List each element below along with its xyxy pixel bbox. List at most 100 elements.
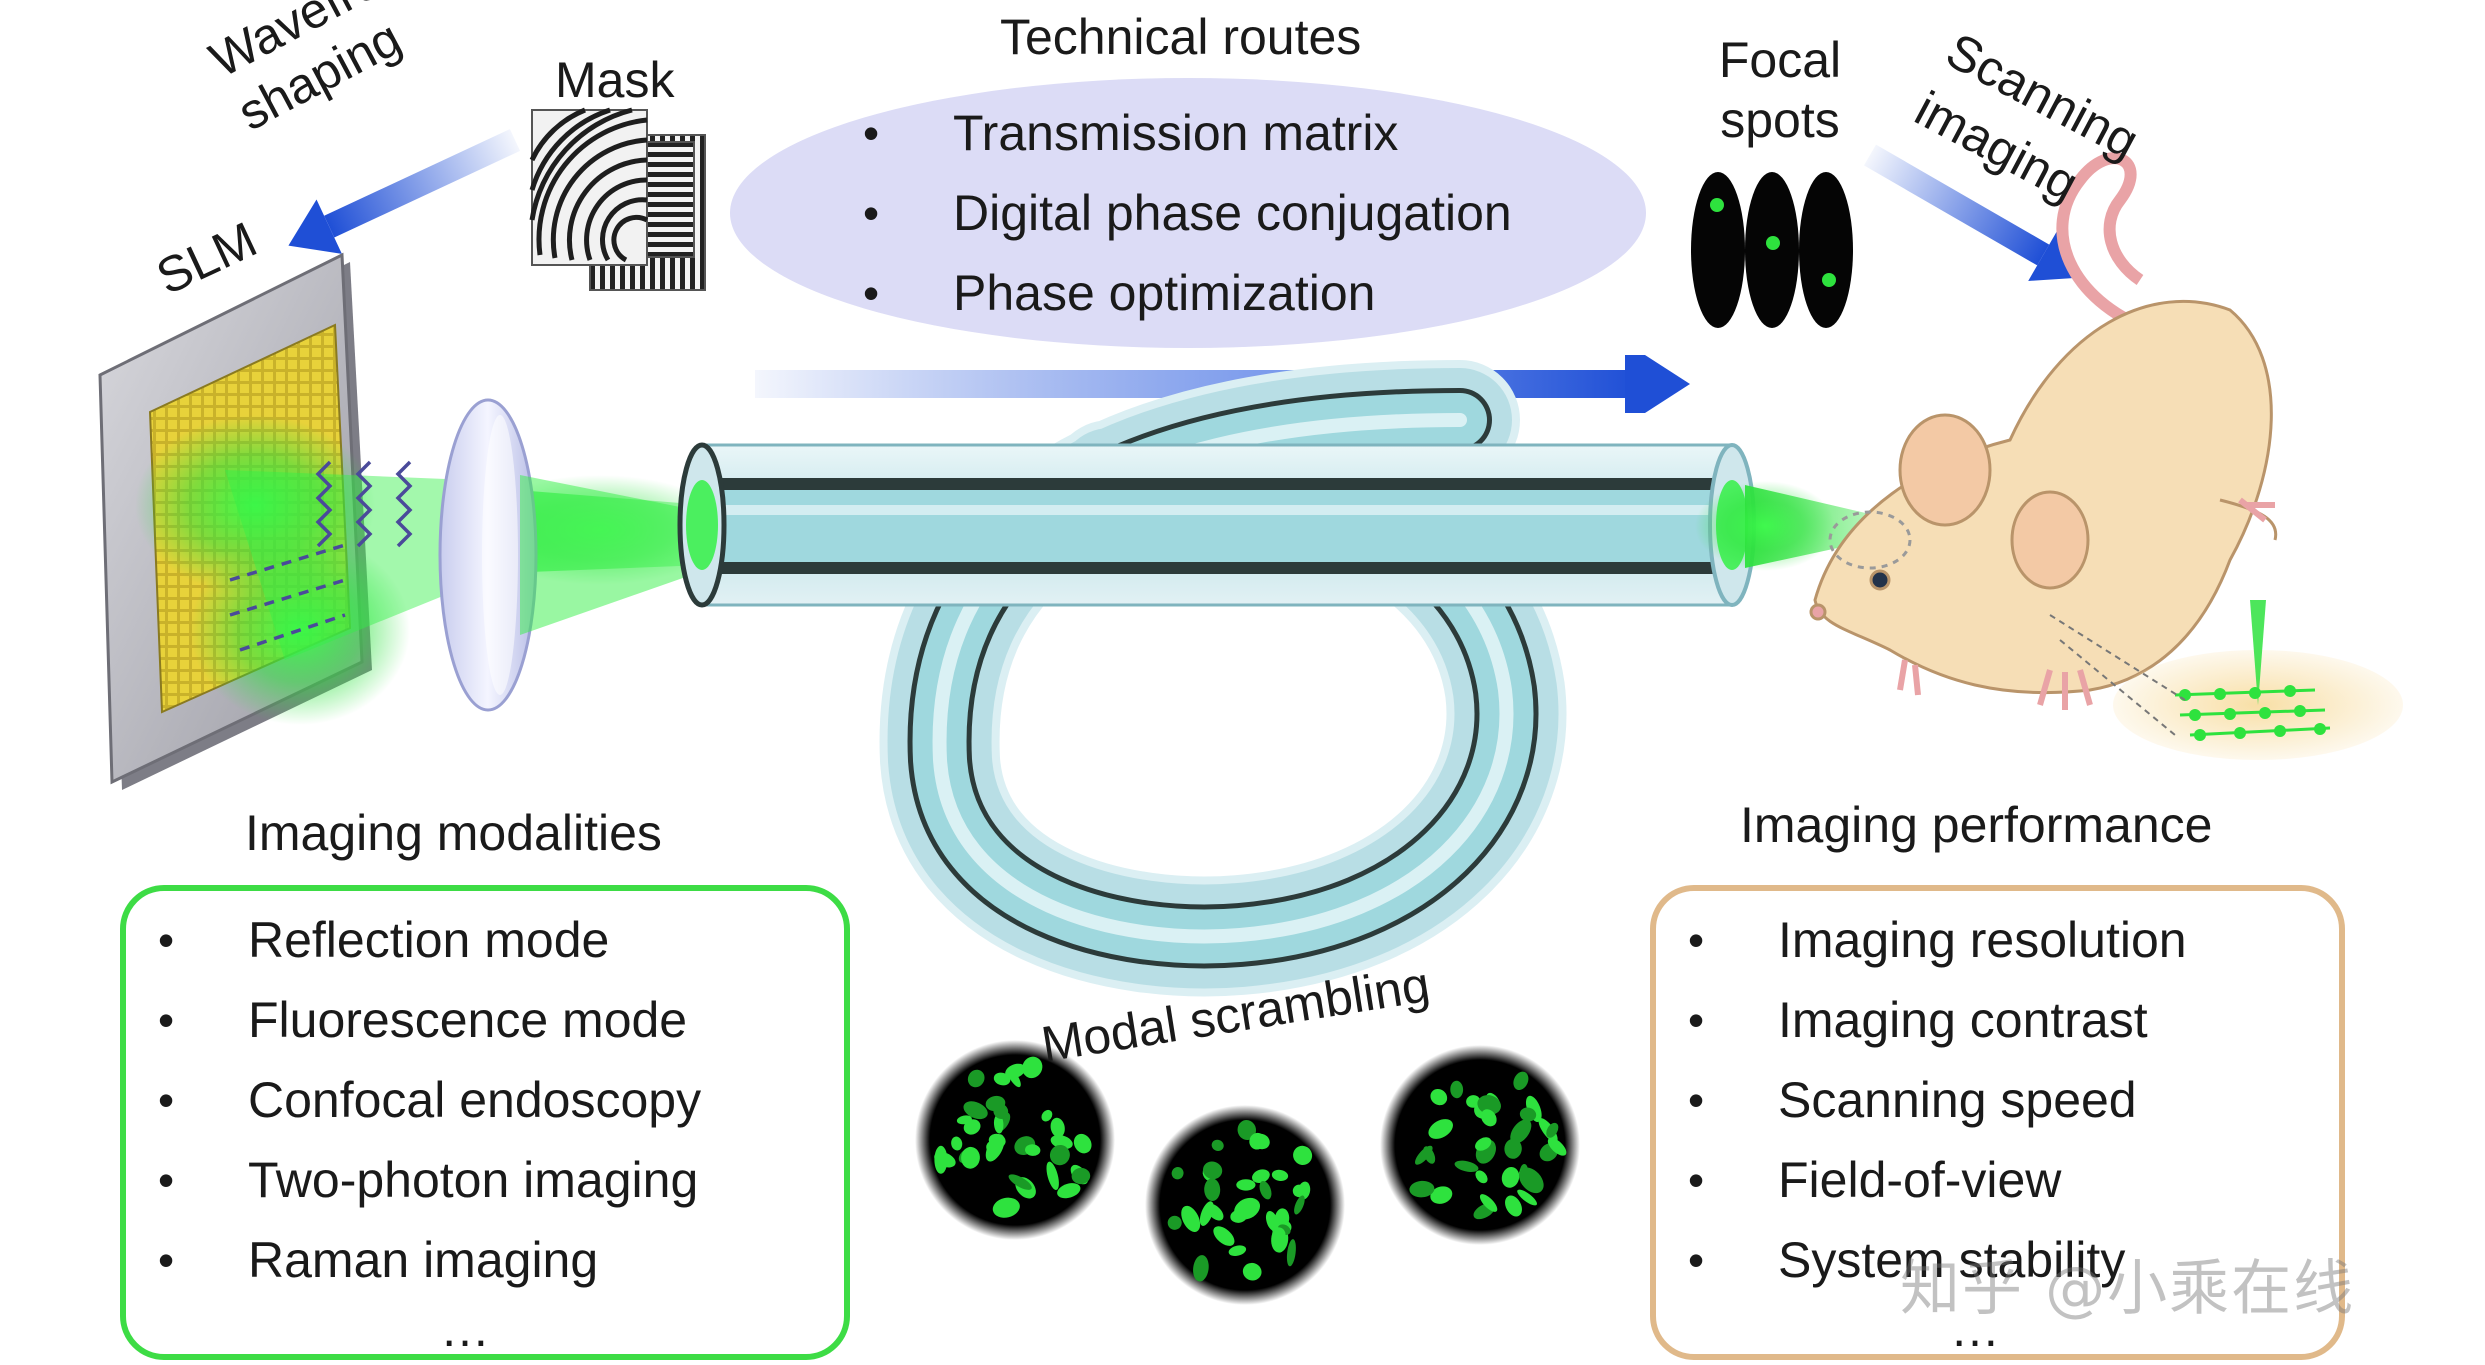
speckle-grain <box>1050 1135 1073 1150</box>
speckle-grain <box>985 1134 1005 1162</box>
technical-routes-list: Transmission matrix Digital phase conjug… <box>835 93 1512 333</box>
speckle-grain <box>1286 1239 1296 1267</box>
modality-item: Confocal endoscopy <box>130 1060 701 1140</box>
route-item: Digital phase conjugation <box>835 173 1512 253</box>
speckle-grain <box>1454 1160 1479 1172</box>
speckle-grain <box>1211 1139 1224 1151</box>
mask-label: Mask <box>555 52 675 108</box>
speckle-grain <box>1480 1109 1497 1127</box>
speckle-grain <box>1475 1170 1488 1184</box>
speckle-grain <box>961 1146 980 1169</box>
speckle-grain <box>1547 1137 1567 1156</box>
speckle-grain <box>1259 1180 1272 1200</box>
performance-item: System stability <box>1660 1220 2187 1300</box>
speckle-grain <box>1193 1255 1209 1282</box>
sample-plane <box>2049 600 2403 760</box>
performance-item: Scanning speed <box>1660 1060 2187 1140</box>
focal-spots-label: Focal spots <box>1718 32 1842 148</box>
speckle-grain <box>1046 1161 1059 1190</box>
watermark: 知乎 @小乘在线 <box>1900 1254 2356 1324</box>
speckle-grain <box>963 1101 988 1120</box>
technical-routes-title: Technical routes <box>1000 9 1362 65</box>
speckle-grain <box>1181 1205 1201 1232</box>
speckle-grain <box>951 1136 963 1151</box>
lens <box>438 398 538 712</box>
speckle-grain <box>1025 1144 1041 1156</box>
speckle-grain <box>1005 1063 1026 1079</box>
speckle-grain <box>967 1069 985 1088</box>
speckle-grain <box>1171 1167 1184 1180</box>
speckle-grain <box>1271 1169 1289 1181</box>
speckle-grain <box>992 1197 1020 1218</box>
imaging-modalities-title: Imaging modalities <box>245 805 662 861</box>
imaging-performance-title: Imaging performance <box>1740 797 2213 853</box>
speckle-grain <box>1041 1109 1053 1122</box>
speckle-grain <box>1479 1194 1498 1212</box>
speckle-grain <box>1073 1133 1092 1154</box>
speckle-grain <box>1294 1195 1305 1215</box>
speckle-grain <box>1228 1245 1247 1257</box>
speckle-grain <box>1167 1215 1182 1230</box>
route-item: Transmission matrix <box>835 93 1512 173</box>
speckle-grain <box>1022 1056 1043 1079</box>
speckle-grain <box>1428 1119 1453 1139</box>
wave-lines <box>229 460 413 652</box>
speckle-grain <box>1519 1107 1537 1122</box>
performance-item: Field-of-view <box>1660 1140 2187 1220</box>
speckle-patterns <box>915 1040 1580 1305</box>
imaging-performance-box <box>1650 885 2345 1360</box>
speckle-grain <box>1513 1071 1529 1091</box>
imaging-performance-list: Imaging resolution Imaging contrast Scan… <box>1660 900 2187 1300</box>
speckle-pattern <box>1145 1105 1345 1305</box>
speckle-grain <box>1475 1137 1492 1151</box>
focal-spot-ellipses <box>1691 172 1853 328</box>
speckle-grain <box>1430 1089 1448 1106</box>
speckle-grain <box>993 1103 1009 1119</box>
imaging-modalities-list: Reflection mode Fluorescence mode Confoc… <box>130 900 701 1300</box>
speckle-grain <box>1049 1144 1070 1166</box>
performance-item: Imaging contrast <box>1660 980 2187 1060</box>
speckle-grain <box>1518 1167 1544 1194</box>
speckle-grain <box>1237 1120 1257 1140</box>
speckle-grain <box>963 1119 981 1135</box>
speckle-grain <box>993 1114 1004 1134</box>
speckle-grain <box>1252 1169 1270 1184</box>
speckle-grain <box>1050 1117 1065 1138</box>
speckle-grain <box>1477 1095 1502 1115</box>
route-item: Phase optimization <box>835 253 1512 333</box>
modality-item: Two-photon imaging <box>130 1140 701 1220</box>
speckle-grain <box>1236 1179 1256 1191</box>
speckle-grain <box>1297 1181 1311 1200</box>
modality-item: Reflection mode <box>130 900 701 980</box>
speckle-grain <box>1546 1122 1559 1138</box>
performance-item: Imaging resolution <box>1660 900 2187 980</box>
speckle-grain <box>1234 1197 1261 1220</box>
imaging-modalities-box <box>120 885 850 1360</box>
speckle-grain <box>1242 1262 1262 1281</box>
speckle-grain <box>1504 1138 1522 1159</box>
speckle-grain <box>1505 1195 1522 1217</box>
speckle-grain <box>1071 1167 1091 1185</box>
speckle-grain <box>1430 1186 1453 1204</box>
speckle-grain <box>1008 1174 1032 1190</box>
speckle-pattern <box>1380 1045 1580 1245</box>
speckle-grain <box>1517 1189 1537 1206</box>
speckle-grain <box>1213 1226 1235 1246</box>
speckle-grain <box>1501 1167 1520 1188</box>
speckle-grain <box>1450 1080 1464 1099</box>
performance-more: … <box>1950 1301 2006 1357</box>
speckle-grain <box>1409 1180 1435 1198</box>
speckle-grain <box>934 1145 948 1174</box>
speckle-grain <box>1202 1161 1223 1180</box>
modalities-more: … <box>440 1301 496 1357</box>
wavefront-arrow <box>288 129 521 254</box>
modality-item: Raman imaging <box>130 1220 701 1300</box>
speckle-grain <box>1057 1183 1081 1199</box>
speckle-pattern <box>915 1040 1115 1240</box>
modality-item: Fluorescence mode <box>130 980 701 1060</box>
speckle-grain <box>1415 1145 1433 1165</box>
speckle-grain <box>1249 1132 1266 1150</box>
mask-patterns <box>529 107 706 291</box>
